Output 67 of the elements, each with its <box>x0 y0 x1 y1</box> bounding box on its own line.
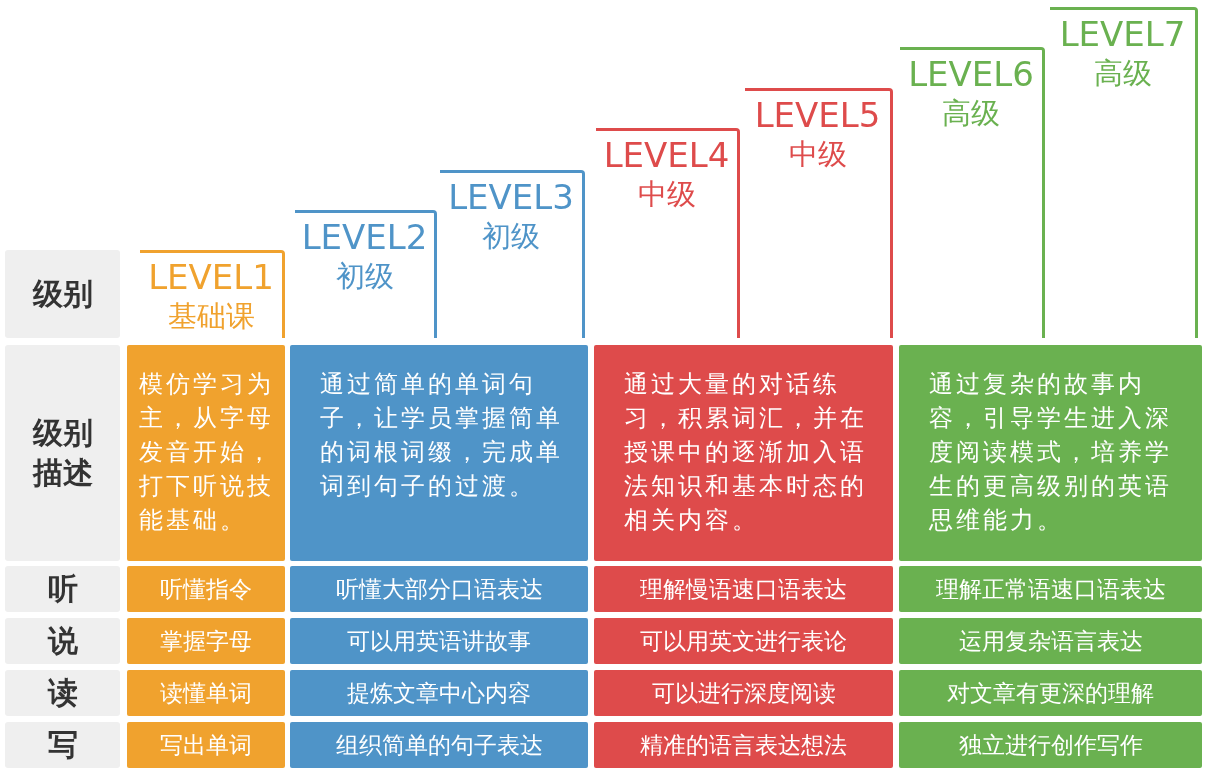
level-title: LEVEL5 <box>753 95 882 135</box>
description-text: 通过简单的单词句子，让学员掌握简单的词根词缀，完成单词到句子的过渡。 <box>320 370 563 500</box>
skill-text: 理解慢语速口语表达 <box>640 574 847 604</box>
level-step <box>440 170 585 338</box>
skill-text: 组织简单的句子表达 <box>335 730 543 760</box>
skill-text: 对文章有更深的理解 <box>947 678 1154 708</box>
level-title: LEVEL2 <box>300 217 429 257</box>
level-subtitle: 初级 <box>481 218 541 255</box>
skill-cell <box>899 566 1202 612</box>
skill-cell <box>899 670 1202 716</box>
skill-text: 理解正常语速口语表达 <box>935 574 1166 604</box>
skill-cell <box>127 566 285 612</box>
level-title: LEVEL7 <box>1058 14 1187 54</box>
skill-cell <box>127 618 285 664</box>
level-step <box>140 250 285 338</box>
skill-cell <box>594 618 893 664</box>
level-title: LEVEL1 <box>147 257 275 297</box>
description-panel <box>594 345 893 561</box>
level-subtitle: 初级 <box>334 258 395 295</box>
description-panel <box>127 345 285 561</box>
skill-text: 读懂单词 <box>160 678 252 708</box>
skill-cell <box>127 670 285 716</box>
skill-cell <box>594 670 893 716</box>
skill-cell <box>594 722 893 768</box>
skill-text: 运用复杂语言表达 <box>958 626 1143 656</box>
skill-cell <box>290 670 588 716</box>
skill-cell <box>899 722 1202 768</box>
skill-text: 听懂指令 <box>160 574 252 604</box>
skill-text: 提炼文章中心内容 <box>347 678 531 708</box>
description-panel <box>290 345 588 561</box>
row-label: 级别描述 <box>31 414 94 492</box>
level-title: LEVEL4 <box>602 135 731 175</box>
skill-cell <box>290 722 588 768</box>
level-subtitle: 高级 <box>941 95 1001 132</box>
skill-cell <box>899 618 1202 664</box>
skill-text: 写出单词 <box>160 730 252 760</box>
skill-text: 掌握字母 <box>160 626 252 656</box>
level-subtitle: 中级 <box>787 136 848 173</box>
skill-text: 可以进行深度阅读 <box>651 678 836 708</box>
level-subtitle: 高级 <box>1092 55 1153 92</box>
skill-text: 独立进行创作写作 <box>958 730 1143 760</box>
row-label: 读 <box>46 674 79 712</box>
description-text: 模仿学习为主，从字母发音开始，打下听说技能基础。 <box>139 370 274 534</box>
row-label: 说 <box>46 622 79 660</box>
skill-text: 精准的语言表达想法 <box>640 730 847 760</box>
description-panel <box>899 345 1202 561</box>
level-subtitle: 基础课 <box>166 298 256 335</box>
skill-text: 可以用英语讲故事 <box>347 626 531 656</box>
skill-cell <box>127 722 285 768</box>
row-label: 级别 <box>31 275 94 313</box>
skill-cell <box>290 566 588 612</box>
level-step <box>1050 7 1198 338</box>
row-label: 听 <box>46 570 79 608</box>
skill-cell <box>290 618 588 664</box>
description-text: 通过大量的对话练习，积累词汇，并在授课中的逐渐加入语法知识和基本时态的相关内容。 <box>624 370 867 534</box>
level-step <box>295 210 437 338</box>
skill-text: 可以用英文进行表论 <box>640 626 847 656</box>
level-title: LEVEL6 <box>907 54 1035 94</box>
row-label: 写 <box>46 726 79 764</box>
level-step <box>900 47 1045 338</box>
skill-text: 听懂大部分口语表达 <box>335 574 543 604</box>
level-subtitle: 中级 <box>636 176 697 213</box>
level-step <box>596 128 740 338</box>
description-text: 通过复杂的故事内容，引导学生进入深度阅读模式，培养学生的更高级别的英语思维能力。 <box>929 370 1172 534</box>
level-step <box>745 88 893 338</box>
level-title: LEVEL3 <box>447 177 575 217</box>
skill-cell <box>594 566 893 612</box>
